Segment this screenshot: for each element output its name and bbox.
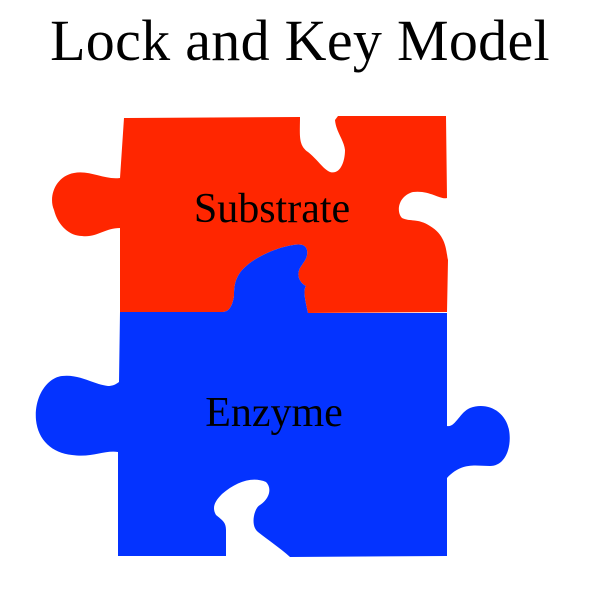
substrate-piece (52, 116, 448, 313)
substrate-label: Substrate (194, 186, 350, 232)
enzyme-piece (35, 244, 510, 557)
enzyme-label: Enzyme (205, 390, 343, 436)
diagram-title: Lock and Key Model (50, 8, 550, 73)
